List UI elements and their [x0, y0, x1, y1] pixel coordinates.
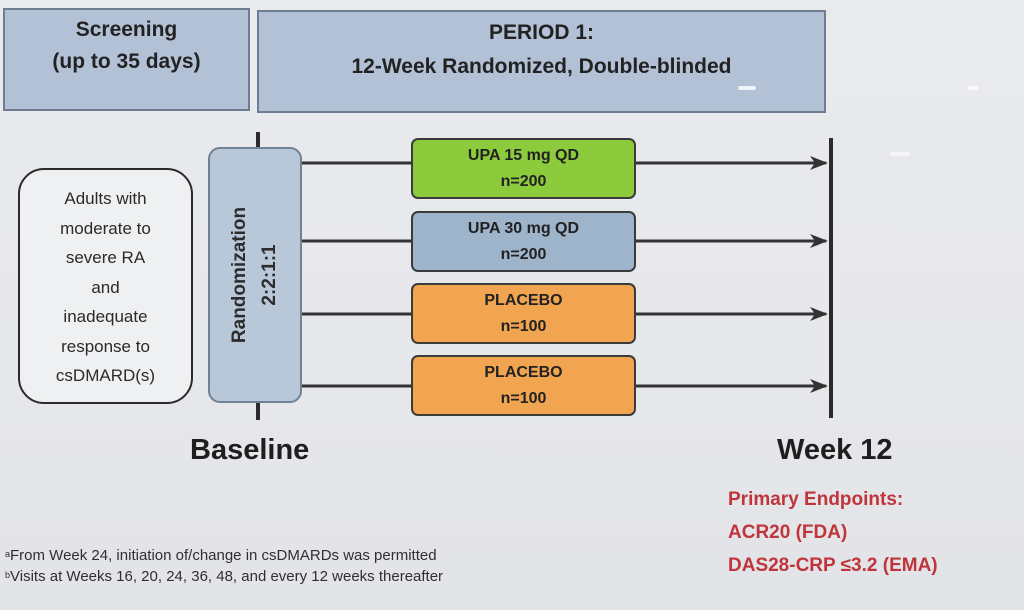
period-title: PERIOD 1: — [488, 21, 595, 44]
screening-duration: (up to 35 days) — [52, 50, 201, 73]
arm-name: UPA 30 mg QD — [467, 220, 580, 237]
footnote: bVisits at Weeks 16, 20, 24, 36, 48, and… — [5, 566, 443, 587]
period-description: 12-Week Randomized, Double-blinded — [351, 55, 732, 78]
screening-title: Screening — [75, 18, 178, 41]
randomization-ratio: 2:2:1:1 — [259, 244, 280, 306]
arm-n: n=100 — [500, 318, 547, 335]
endpoint-item: ACR20 (FDA) — [728, 522, 848, 543]
arm-upa-15: UPA 15 mg QD n=200 — [411, 138, 636, 199]
baseline-label: Baseline — [190, 434, 310, 466]
endpoints-title: Primary Endpoints: — [728, 489, 904, 510]
arm-placebo-1: PLACEBO n=100 — [411, 283, 636, 344]
randomization-box: Randomization 2:2:1:1 — [208, 147, 302, 403]
arm-upa-30: UPA 30 mg QD n=200 — [411, 211, 636, 272]
glare-speck — [738, 86, 756, 90]
glare-speck — [890, 152, 910, 156]
footnote-text: Visits at Weeks 16, 20, 24, 36, 48, and … — [10, 568, 444, 585]
week12-label: Week 12 — [777, 434, 893, 466]
arm-n: n=200 — [500, 173, 547, 190]
arm-n: n=100 — [500, 390, 547, 407]
footnote-marker: b — [5, 570, 11, 580]
footnote-marker: a — [5, 549, 11, 559]
footnote-text: From Week 24, initiation of/change in cs… — [10, 547, 437, 564]
population-box: Adults with moderate to severe RA and in… — [18, 168, 193, 404]
population-line: severe RA — [65, 248, 146, 267]
randomization-label: Randomization — [229, 206, 250, 344]
endpoint-item: DAS28-CRP ≤3.2 (EMA) — [728, 555, 938, 576]
arm-name: PLACEBO — [484, 364, 563, 381]
population-line: Adults with — [64, 189, 147, 208]
period-header: PERIOD 1: 12-Week Randomized, Double-bli… — [257, 10, 826, 113]
glare-speck — [968, 86, 978, 90]
footnotes: aFrom Week 24, initiation of/change in c… — [5, 545, 443, 587]
arm-name: PLACEBO — [484, 292, 563, 309]
population-line: and — [91, 277, 120, 297]
population-line: inadequate — [63, 307, 148, 326]
population-line: csDMARD(s) — [55, 366, 156, 385]
arm-placebo-2: PLACEBO n=100 — [411, 355, 636, 416]
screening-header: Screening (up to 35 days) — [3, 8, 250, 111]
footnote: aFrom Week 24, initiation of/change in c… — [5, 545, 443, 566]
arm-n: n=200 — [500, 246, 547, 263]
arm-name: UPA 15 mg QD — [467, 147, 580, 164]
population-line: moderate to — [60, 218, 151, 238]
primary-endpoints: Primary Endpoints: ACR20 (FDA) DAS28-CRP… — [728, 483, 938, 582]
randomization-text: Randomization 2:2:1:1 — [225, 207, 285, 343]
population-line: response to — [61, 336, 150, 356]
